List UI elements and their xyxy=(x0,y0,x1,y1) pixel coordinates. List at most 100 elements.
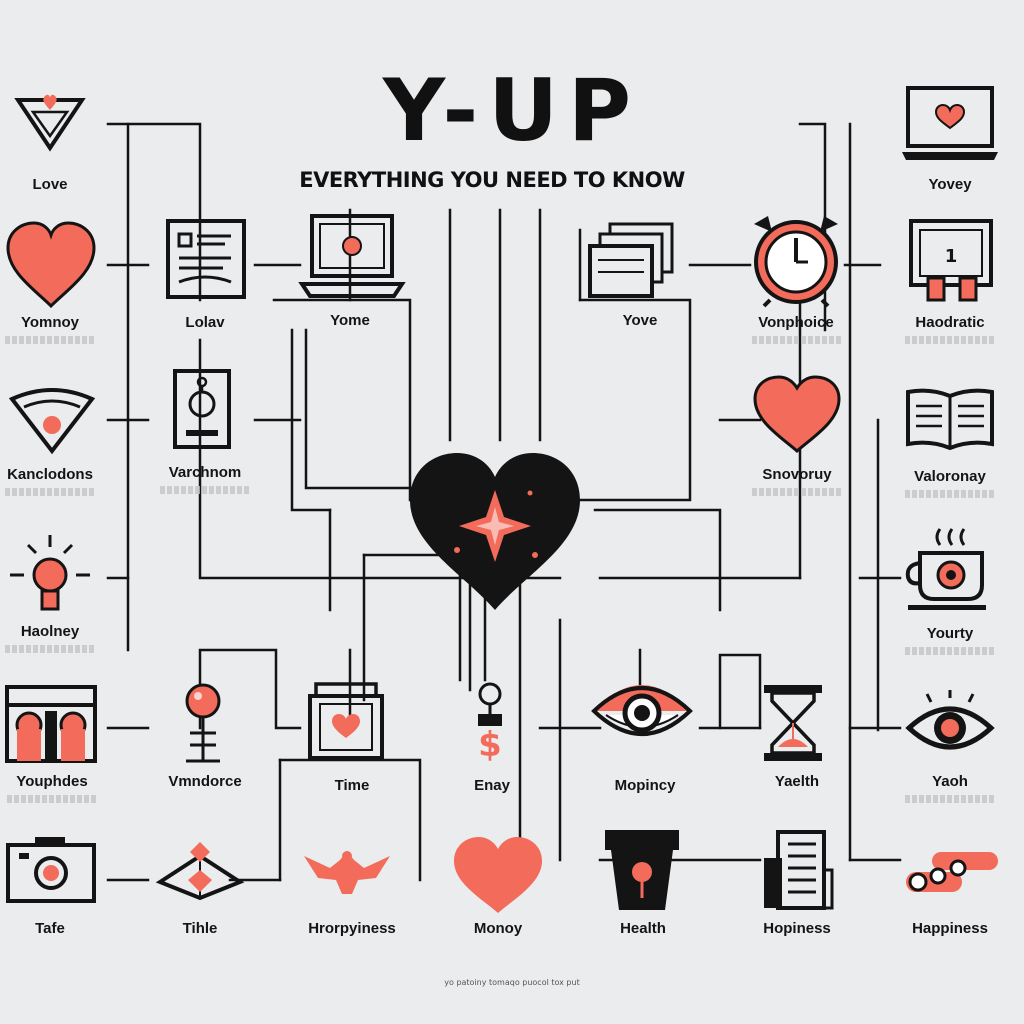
label-haolney: Haolney xyxy=(20,623,80,640)
node-haolney[interactable] xyxy=(10,535,90,615)
node-happiness[interactable] xyxy=(904,850,1000,894)
label-hopiness: Hopiness xyxy=(763,920,831,937)
node-health[interactable] xyxy=(603,828,681,912)
node-hrpyiness[interactable] xyxy=(300,848,394,898)
eye-icon xyxy=(591,685,693,736)
label-yove: Yove xyxy=(622,312,658,329)
node-vonphoice[interactable] xyxy=(750,212,842,308)
label-varchnom: Varchnom xyxy=(168,464,242,481)
label-enay: Enay xyxy=(474,777,510,794)
node-haodratic[interactable]: 1 xyxy=(908,218,994,302)
node-hopiness[interactable] xyxy=(762,830,834,910)
pyramid-icon xyxy=(155,842,245,901)
heart-icon xyxy=(454,837,542,913)
label-tihle: Tihle xyxy=(182,920,218,937)
svg-text:$: $ xyxy=(478,725,502,765)
label-vmndorce: Vmndorce xyxy=(168,773,242,790)
node-tafe[interactable] xyxy=(5,835,97,905)
alarm-clock-icon xyxy=(754,216,838,308)
node-yovey[interactable] xyxy=(900,86,1000,162)
node-yome[interactable] xyxy=(298,212,406,300)
node-yomnoy[interactable] xyxy=(5,220,97,310)
lightbulb-icon xyxy=(10,535,90,611)
node-varchnom[interactable] xyxy=(172,368,232,450)
document-icon xyxy=(166,219,246,299)
heart-sparkle-icon xyxy=(410,453,580,610)
camera-icon xyxy=(6,837,96,903)
fine-print-decoration xyxy=(752,336,842,344)
svg-text:1: 1 xyxy=(945,246,958,267)
label-mopincy: Mopincy xyxy=(614,777,676,794)
pillars-icon xyxy=(5,685,97,763)
label-love: Love xyxy=(32,176,68,193)
node-vmndorce[interactable] xyxy=(180,683,226,763)
fine-print-decoration xyxy=(752,488,842,496)
node-mopincy[interactable] xyxy=(591,675,693,747)
dollar-icon: $ xyxy=(478,682,502,765)
center-heart-hub xyxy=(405,445,585,615)
node-kanclodons[interactable] xyxy=(8,385,96,455)
node-valoronay[interactable] xyxy=(904,386,996,454)
toggle-dots-icon xyxy=(906,852,998,892)
node-snovoruy[interactable] xyxy=(752,374,842,454)
eye-icon xyxy=(905,690,995,750)
certificate-icon: 1 xyxy=(909,219,993,302)
node-enay[interactable]: $ xyxy=(466,680,514,765)
diamond-heart-icon xyxy=(14,94,86,152)
open-book-icon xyxy=(906,388,994,451)
label-haodratic: Haodratic xyxy=(915,314,985,331)
label-yome: Yome xyxy=(330,312,370,329)
label-yourty: Yourty xyxy=(926,625,974,642)
laptop-heart-icon xyxy=(902,86,998,160)
bird-icon xyxy=(304,851,390,894)
fine-print-decoration xyxy=(7,795,97,803)
node-love[interactable] xyxy=(14,90,86,152)
label-youphdes: Youphdes xyxy=(16,773,88,790)
label-snovoruy: Snovoruy xyxy=(762,466,832,483)
folders-icon xyxy=(588,222,674,298)
node-yaoh[interactable] xyxy=(905,688,995,758)
label-hrpyiness: Hrorpyiness xyxy=(308,920,396,937)
label-health: Health xyxy=(620,920,666,937)
fine-print-decoration xyxy=(160,486,250,494)
fine-print-decoration xyxy=(5,645,95,653)
page-subtitle: EVERYTHING YOU NEED TO KNOW xyxy=(299,168,685,192)
bulb-stand-icon xyxy=(185,683,221,763)
building-icon xyxy=(764,830,834,910)
hourglass-icon xyxy=(764,685,822,761)
node-youphdes[interactable] xyxy=(5,685,97,763)
laptop-icon xyxy=(298,214,406,298)
label-time: Time xyxy=(334,777,370,794)
label-valoronay: Valoronay xyxy=(914,468,986,485)
node-yaelth[interactable] xyxy=(762,683,824,763)
label-lolav: Lolav xyxy=(185,314,225,331)
label-kanclodons: Kanclodons xyxy=(7,466,93,483)
page-title: Y-UP xyxy=(382,61,642,161)
node-moony[interactable] xyxy=(452,835,544,915)
fine-print-decoration xyxy=(905,336,995,344)
node-yourty[interactable] xyxy=(904,525,988,611)
node-lolav[interactable] xyxy=(165,218,247,300)
coffee-cup-icon xyxy=(905,528,986,610)
label-yovey: Yovey xyxy=(928,176,972,193)
printer-heart-icon xyxy=(308,682,384,760)
label-tafe: Tafe xyxy=(35,920,65,937)
fine-print-decoration xyxy=(905,795,995,803)
fine-print-decoration xyxy=(5,488,95,496)
fine-print-decoration xyxy=(905,647,995,655)
heart-icon xyxy=(6,221,96,309)
fine-print-decoration xyxy=(5,336,95,344)
cup-icon xyxy=(605,830,679,910)
label-yaelth: Yaelth xyxy=(774,773,820,790)
node-tihle[interactable] xyxy=(155,840,245,902)
fine-print-decoration xyxy=(905,490,995,498)
node-yove[interactable] xyxy=(588,220,676,298)
label-vonphoice: Vonphoice xyxy=(758,314,834,331)
node-time[interactable] xyxy=(308,682,384,760)
footer-note: yo patoiny tomaqo puocol tox put xyxy=(444,978,580,987)
pizza-slice-icon xyxy=(8,388,96,455)
heart-icon xyxy=(753,375,841,453)
label-happiness: Happiness xyxy=(912,920,988,937)
